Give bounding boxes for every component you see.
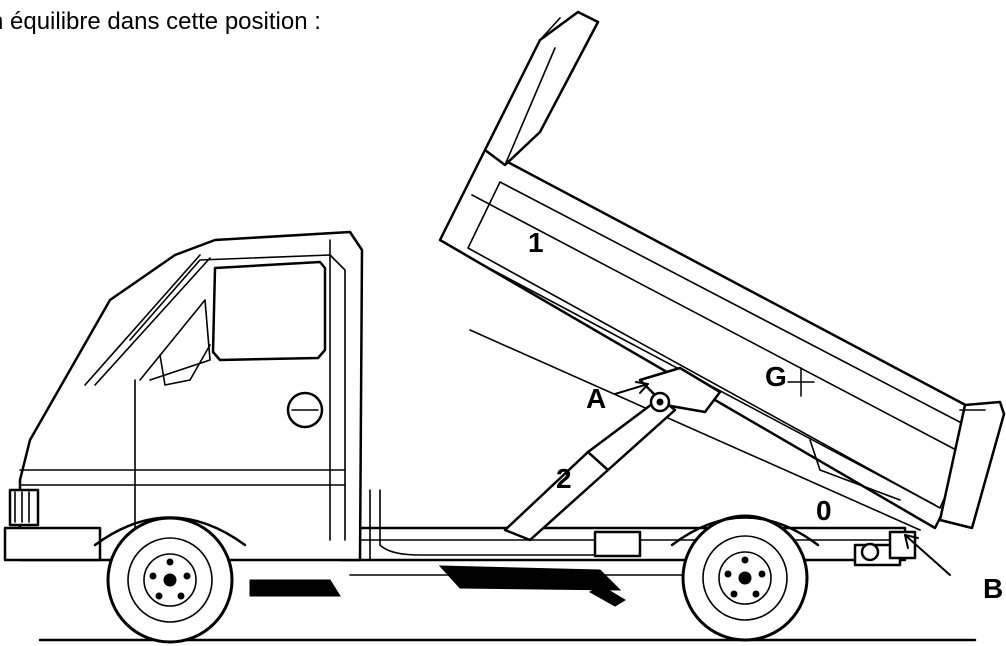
- label-body-1: 1: [528, 227, 544, 258]
- tipper-body: [438, 10, 1006, 531]
- label-point-b: B: [983, 573, 1003, 604]
- label-jack-2: 2: [556, 463, 572, 494]
- label-point-a: A: [586, 383, 606, 414]
- hydraulic-jack: [503, 391, 677, 542]
- label-center-g: G: [765, 361, 787, 392]
- arrow-a: [614, 383, 649, 395]
- arrow-b: [904, 534, 951, 576]
- caption-cut-off-line: - - - - - - - - - - - -: [160, 0, 329, 6]
- arrow-b-head: [904, 534, 919, 549]
- caption-text: n équilibre dans cette position :: [0, 8, 321, 35]
- underbody: [249, 565, 701, 607]
- front-wheel: [93, 516, 247, 644]
- label-frame-0: 0: [816, 495, 832, 526]
- rear-wheel: [670, 514, 820, 642]
- arrow-a-head: [635, 381, 649, 394]
- center-of-gravity-mark: [787, 367, 815, 397]
